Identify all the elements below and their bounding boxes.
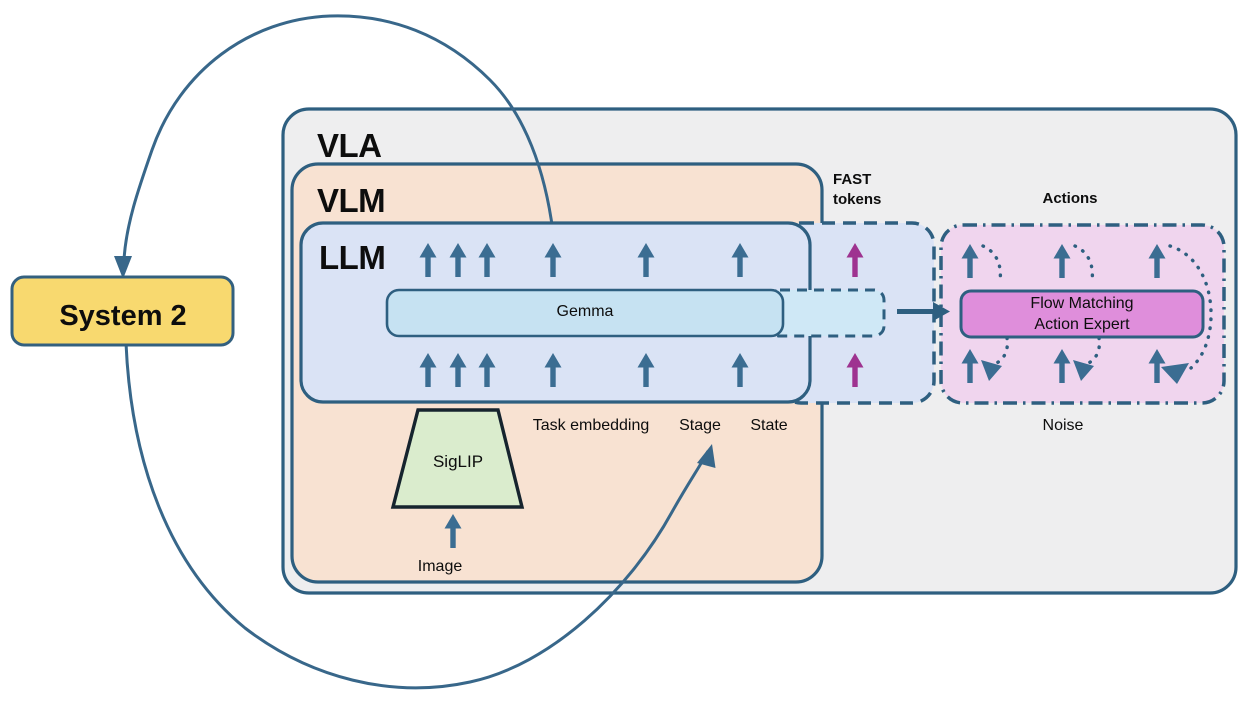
flow-matching-label: Flow Matching Action Expert: [1030, 295, 1134, 333]
actions-label: Actions: [1042, 190, 1098, 207]
siglip-label: SigLIP: [432, 452, 484, 471]
noise-label: Noise: [1042, 417, 1084, 434]
gemma-to-expert-arrow: [897, 302, 950, 321]
denoise-arrowhead: [981, 360, 1002, 381]
stage-label: Stage: [679, 417, 721, 434]
denoise-curl: [1168, 244, 1213, 370]
loop-top-arc: [122, 14, 555, 261]
denoise-curl: [981, 244, 1003, 283]
llm-label: LLM: [319, 239, 386, 276]
denoise-arrowhead: [1161, 363, 1189, 384]
state-label: State: [750, 417, 788, 434]
denoise-arrowhead: [1073, 360, 1094, 381]
gemma-extension-box: [768, 288, 886, 338]
denoise-curl: [1085, 336, 1102, 366]
denoise-arrowheads: [981, 360, 1189, 384]
denoise-dots: [981, 244, 1213, 370]
denoise-curl: [993, 336, 1010, 366]
flow-matching-box: [959, 289, 1205, 339]
vla-label: VLA: [317, 127, 382, 164]
loop-bottom-arc: [124, 342, 710, 690]
denoise-curl: [1073, 244, 1095, 283]
siglip-trapezoid: [390, 408, 525, 509]
gemma-label: Gemma: [556, 303, 614, 320]
task-embedding-label: Task embedding: [532, 417, 650, 434]
system2-feedback-loop: [122, 14, 710, 690]
system2-label: System 2: [59, 300, 187, 332]
loop-arrowhead-stage: [697, 444, 716, 468]
fast-tokens-label: FAST tokens: [833, 171, 882, 208]
loop-arrowhead-system2: [114, 256, 132, 279]
gemma-box: [385, 288, 785, 338]
system2-box: [10, 275, 235, 347]
image-label: Image: [417, 558, 463, 575]
vlm-label: VLM: [317, 182, 386, 219]
